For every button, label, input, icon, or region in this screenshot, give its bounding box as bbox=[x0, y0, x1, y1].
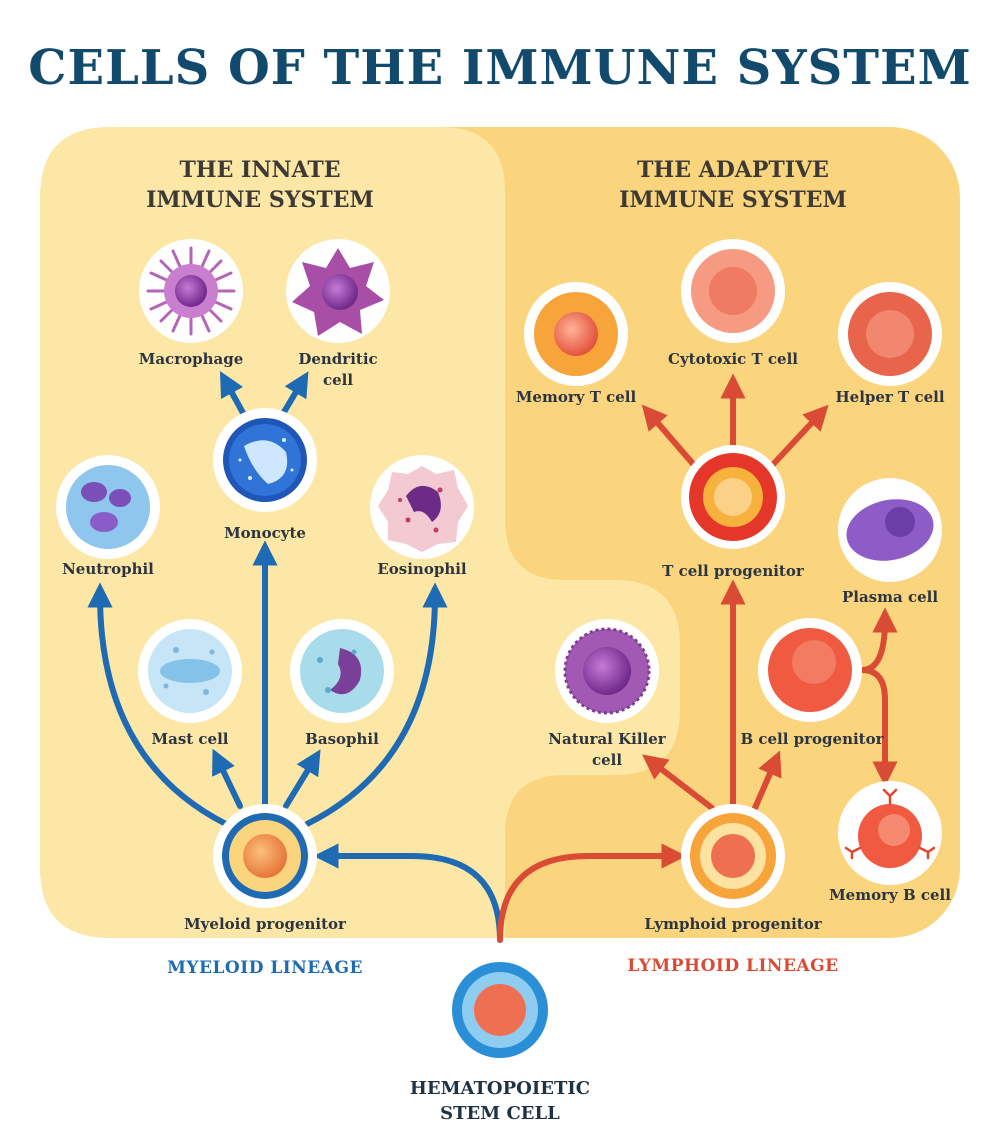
basophil-label: Basophil bbox=[305, 730, 379, 748]
eosinophil-cell-icon bbox=[370, 455, 474, 559]
dendritic-label-line1: Dendritic bbox=[298, 350, 378, 368]
innate-title-line2: IMMUNE SYSTEM bbox=[146, 187, 374, 213]
t-cell-progenitor-cell-icon bbox=[681, 445, 785, 549]
cytotoxic-t-cell-icon bbox=[681, 239, 785, 343]
adaptive-title-line1: THE ADAPTIVE bbox=[637, 157, 829, 183]
dendritic-cell-icon bbox=[286, 239, 390, 343]
natural-killer-cell-icon bbox=[555, 619, 659, 723]
page-title: CELLS OF THE IMMUNE SYSTEM bbox=[28, 40, 972, 96]
innate-system-title: THE INNATE IMMUNE SYSTEM bbox=[80, 155, 440, 215]
helper-t-cell-icon bbox=[838, 282, 942, 386]
dendritic-cell-label: Dendritic cell bbox=[253, 349, 423, 391]
memory-b-cell-icon bbox=[838, 781, 942, 885]
monocyte-label: Monocyte bbox=[224, 524, 306, 542]
stem-cell-label: HEMATOPOIETIC STEM CELL bbox=[360, 1076, 640, 1126]
memory-t-cell-label: Memory T cell bbox=[515, 388, 637, 406]
monocyte-cell-icon bbox=[213, 408, 317, 512]
neutrophil-label: Neutrophil bbox=[62, 560, 154, 578]
basophil-cell-icon bbox=[290, 619, 394, 723]
lymphoid-lineage-label: LYMPHOID LINEAGE bbox=[627, 956, 839, 976]
lymphoid-arrows bbox=[497, 373, 898, 943]
macrophage-cell-icon bbox=[139, 239, 243, 343]
natural-killer-label-line1: Natural Killer bbox=[548, 730, 666, 748]
helper-t-cell-label: Helper T cell bbox=[835, 388, 945, 406]
stem-cell-label-line1: HEMATOPOIETIC bbox=[409, 1078, 591, 1099]
plasma-cell-label: Plasma cell bbox=[841, 588, 939, 606]
t-cell-progenitor-label: T cell progenitor bbox=[662, 562, 804, 580]
macrophage-label: Macrophage bbox=[138, 350, 244, 368]
neutrophil-cell-icon bbox=[56, 455, 160, 559]
mast-cell-label: Mast cell bbox=[151, 730, 229, 748]
cytotoxic-t-cell-label: Cytotoxic T cell bbox=[668, 350, 798, 368]
hematopoietic-stem-cell-icon bbox=[442, 952, 558, 1068]
eosinophil-label: Eosinophil bbox=[377, 560, 467, 578]
adaptive-title-line2: IMMUNE SYSTEM bbox=[619, 187, 847, 213]
myeloid-progenitor-label: Myeloid progenitor bbox=[184, 915, 346, 933]
memory-b-cell-label: Memory B cell bbox=[829, 886, 951, 904]
myeloid-lineage-label: MYELOID LINEAGE bbox=[167, 958, 363, 978]
plasma-cell-icon bbox=[838, 478, 942, 582]
stem-cell-label-line2: STEM CELL bbox=[440, 1103, 560, 1124]
natural-killer-label-line2: cell bbox=[591, 751, 623, 769]
natural-killer-cell-label: Natural Killer cell bbox=[517, 729, 697, 771]
b-cell-progenitor-label: B cell progenitor bbox=[740, 730, 884, 748]
b-cell-progenitor-cell-icon bbox=[758, 618, 862, 722]
lymphoid-progenitor-cell-icon bbox=[681, 804, 785, 908]
mast-cell-icon bbox=[138, 619, 242, 723]
lymphoid-progenitor-label: Lymphoid progenitor bbox=[644, 915, 822, 933]
adaptive-system-title: THE ADAPTIVE IMMUNE SYSTEM bbox=[553, 155, 913, 215]
memory-t-cell-icon bbox=[524, 282, 628, 386]
dendritic-label-line2: cell bbox=[322, 371, 354, 389]
myeloid-progenitor-cell-icon bbox=[213, 804, 317, 908]
innate-title-line1: THE INNATE bbox=[179, 157, 341, 183]
